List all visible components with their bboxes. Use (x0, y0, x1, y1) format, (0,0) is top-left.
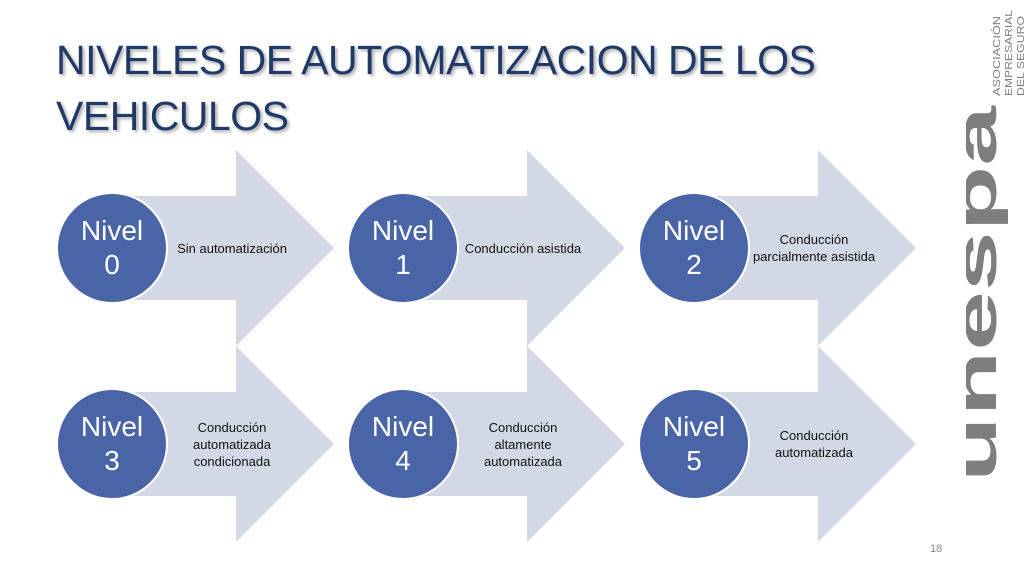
level-description-5: Conducción automatizada (774, 428, 854, 460)
level-label-word: Nivel (371, 411, 435, 442)
level-label-word: Nivel (371, 215, 435, 246)
level-label-word: Nivel (80, 215, 144, 246)
level-arrow-0 (112, 150, 334, 346)
level-description-2: Conducción parcialmente asistida (752, 232, 876, 264)
level-label-number: 4 (395, 445, 411, 476)
level-label-word: Nivel (662, 411, 726, 442)
level-label-word: Nivel (80, 411, 144, 442)
level-arrow-3 (112, 346, 334, 542)
level-description-1: Conducción asistida (464, 240, 582, 256)
level-circle-2: Nivel 2 (638, 192, 750, 304)
logo-wordmark: unespa (966, 105, 1009, 482)
level-label-number: 2 (686, 249, 702, 280)
level-arrow-1 (403, 150, 625, 346)
level-circle-1: Nivel 1 (347, 192, 459, 304)
level-label-number: 3 (104, 445, 120, 476)
level-arrow-4 (403, 346, 625, 542)
title-line-2: VEHICULOS (56, 93, 289, 139)
logo-tagline-line-2: EMPRESARIAL (1003, 10, 1015, 96)
level-label-number: 1 (395, 249, 411, 280)
level-description-3: Conducción automatizada condicionada (192, 419, 272, 469)
level-label-number: 0 (104, 249, 120, 280)
level-circle-0: Nivel 0 (56, 192, 168, 304)
level-circle-4: Nivel 4 (347, 388, 459, 500)
level-item-2: Nivel 2 Conducción parcialmente asistida (638, 150, 918, 346)
level-label-number: 5 (686, 445, 702, 476)
level-item-5: Nivel 5 Conducción automatizada (638, 346, 918, 542)
level-item-0: Nivel 0 Sin automatización (56, 150, 336, 346)
unespa-logo: unespa ASOCIACIÓN EMPRESARIAL DEL SEGURO (966, 10, 1024, 482)
title-line-1: NIVELES DE AUTOMATIZACION DE LOS (56, 37, 816, 83)
logo-tagline-line-3: DEL SEGURO (1015, 16, 1024, 96)
level-arrow-5 (694, 346, 916, 542)
level-circle-3: Nivel 3 (56, 388, 168, 500)
level-item-3: Nivel 3 Conducción automatizada condicio… (56, 346, 336, 542)
logo-tagline-line-1: ASOCIACIÓN (990, 16, 1003, 96)
level-arrow-2 (694, 150, 916, 346)
level-label-word: Nivel (662, 215, 726, 246)
level-description-0: Sin automatización (177, 240, 287, 256)
slide-title: NIVELES DE AUTOMATIZACION DE LOS VEHICUL… (56, 32, 916, 144)
level-circle-5: Nivel 5 (638, 388, 750, 500)
page-number: 18 (930, 543, 943, 555)
level-description-4: Conducción altamente automatizada (483, 419, 563, 469)
level-item-4: Nivel 4 Conducción altamente automatizad… (347, 346, 627, 542)
level-item-1: Nivel 1 Conducción asistida (347, 150, 627, 346)
